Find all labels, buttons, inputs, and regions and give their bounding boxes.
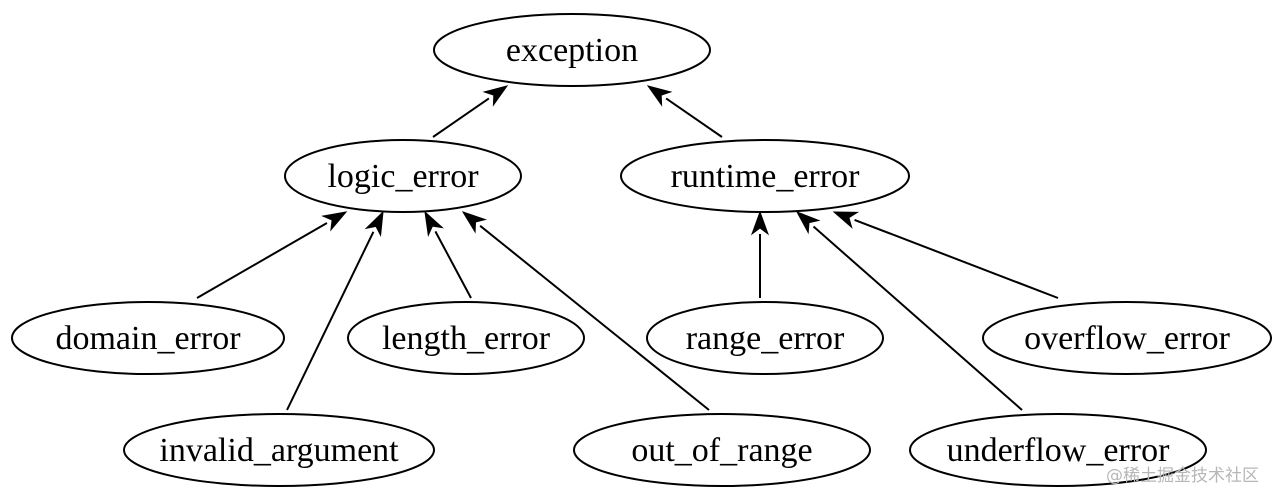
nodes-layer: exception logic_error runtime_error domain_…: [11, 13, 1272, 487]
node-runtime-error: runtime_error: [620, 139, 910, 213]
node-label: domain_error: [55, 320, 241, 357]
node-label: range_error: [686, 320, 845, 357]
edge-logic_error-to-exception: [432, 85, 509, 138]
edges-layer: [196, 85, 1059, 411]
node-exception: exception: [433, 13, 711, 87]
edge-line: [196, 222, 328, 299]
node-logic-error: logic_error: [284, 139, 522, 213]
arrowhead-icon: [482, 85, 509, 107]
edge-line: [434, 230, 472, 299]
arrowhead-icon: [646, 85, 673, 107]
node-ellipse: [433, 13, 711, 87]
node-length-error: length_error: [347, 301, 585, 375]
edge-line: [665, 97, 723, 138]
edge-range_error-to-runtime_error: [750, 210, 770, 298]
node-label: length_error: [382, 320, 551, 357]
node-ellipse: [646, 301, 884, 375]
watermark-text: @稀土掘金技术社区: [1106, 466, 1259, 486]
node-overflow-error: overflow_error: [982, 301, 1272, 375]
node-label: overflow_error: [1024, 320, 1230, 357]
arrowhead-icon: [321, 211, 348, 232]
node-domain-error: domain_error: [11, 301, 285, 375]
arrowhead-icon: [750, 210, 770, 236]
arrowhead-icon: [832, 211, 860, 229]
node-ellipse: [347, 301, 585, 375]
arrowhead-icon: [795, 211, 821, 235]
edge-line: [854, 218, 1059, 299]
edge-line: [432, 97, 490, 138]
node-label: logic_error: [327, 158, 479, 195]
node-ellipse: [982, 301, 1272, 375]
node-ellipse: [123, 413, 435, 487]
node-out-of-range: out_of_range: [573, 413, 871, 487]
node-label: exception: [506, 32, 638, 69]
node-label: underflow_error: [947, 432, 1170, 469]
edge-line: [812, 225, 1023, 411]
edge-domain_error-to-logic_error: [196, 211, 348, 299]
edge-runtime_error-to-exception: [646, 85, 723, 138]
edge-underflow_error-to-runtime_error: [795, 211, 1023, 411]
edge-overflow_error-to-runtime_error: [832, 211, 1059, 299]
node-range-error: range_error: [646, 301, 884, 375]
node-invalid-argument: invalid_argument: [123, 413, 435, 487]
node-label: out_of_range: [631, 432, 812, 469]
node-ellipse: [11, 301, 285, 375]
edge-out_of_range-to-logic_error: [461, 211, 710, 411]
edge-line: [479, 225, 710, 411]
node-label: runtime_error: [671, 158, 860, 195]
edge-length_error-to-logic_error: [424, 210, 472, 299]
node-label: invalid_argument: [159, 432, 399, 469]
node-ellipse: [573, 413, 871, 487]
node-ellipse: [909, 413, 1207, 487]
node-ellipse: [284, 139, 522, 213]
node-ellipse: [620, 139, 910, 213]
edge-line: [286, 231, 375, 411]
edge-invalid_argument-to-logic_error: [286, 210, 384, 411]
arrowhead-icon: [364, 210, 384, 238]
arrowhead-icon: [461, 211, 487, 234]
node-underflow-error: underflow_error: [909, 413, 1207, 487]
arrowhead-icon: [424, 210, 444, 237]
